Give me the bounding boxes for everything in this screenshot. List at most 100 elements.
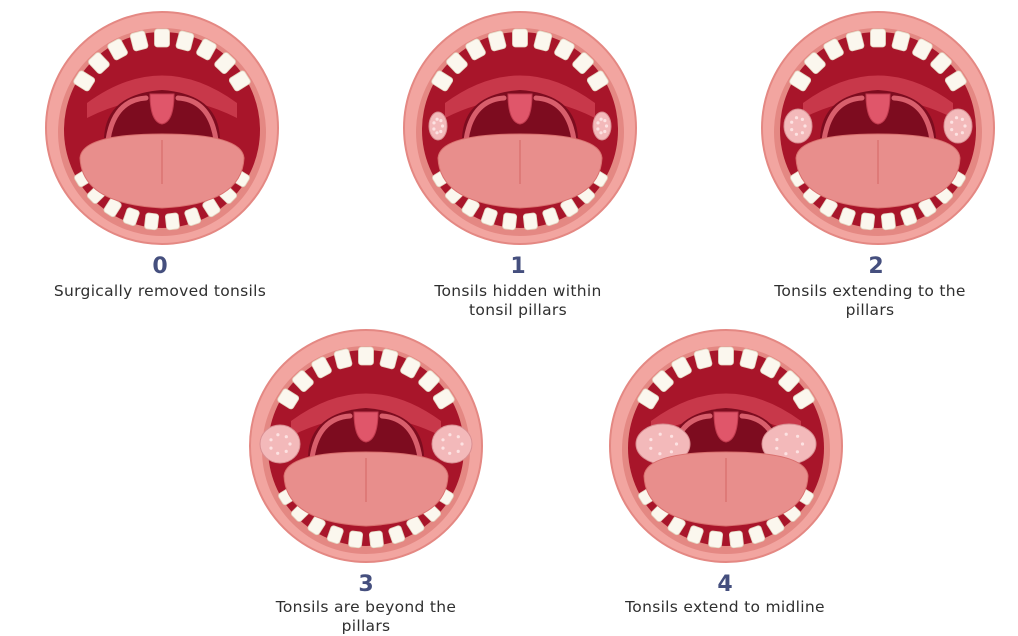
tonsil-texture xyxy=(649,447,652,450)
tooth xyxy=(860,213,875,230)
caption-line: Tonsils extending to the xyxy=(722,282,1018,301)
tooth xyxy=(144,213,159,230)
tooth xyxy=(348,531,363,548)
mouth-drawing xyxy=(250,330,482,562)
tonsil-texture xyxy=(276,433,279,436)
caption-line: Tonsils hidden within xyxy=(368,282,668,301)
tooth xyxy=(359,347,374,365)
tonsil-texture xyxy=(439,119,442,122)
right-tonsil xyxy=(944,109,972,143)
tonsil-texture xyxy=(269,438,272,441)
mouth-drawing xyxy=(46,12,278,244)
tonsil-texture xyxy=(775,438,778,441)
tooth xyxy=(881,213,896,230)
caption-line: tonsil pillars xyxy=(368,301,668,320)
tonsil-texture xyxy=(955,133,958,136)
mouth-drawing xyxy=(762,12,994,244)
tonsil-texture xyxy=(961,131,964,134)
grade-caption: Tonsils hidden within tonsil pillars xyxy=(368,282,668,320)
tonsil-texture xyxy=(801,442,804,445)
tooth xyxy=(729,531,744,548)
tonsil-texture xyxy=(795,116,798,119)
tooth xyxy=(502,213,517,230)
grade-caption: Tonsils are beyond the pillars xyxy=(216,598,516,636)
tooth xyxy=(369,531,384,548)
open-mouth-icon xyxy=(758,8,998,248)
tonsil-texture xyxy=(432,127,435,130)
tonsil-texture xyxy=(432,121,435,124)
tonsil-texture xyxy=(439,130,442,133)
grade-number: 0 xyxy=(130,256,190,278)
tonsil-texture xyxy=(603,130,606,133)
tonsil-texture xyxy=(795,133,798,136)
tonsil-texture xyxy=(649,438,652,441)
tonsil-texture xyxy=(670,450,673,453)
tonsil-texture xyxy=(950,128,953,131)
tonsil-texture xyxy=(269,447,272,450)
tonsil-texture xyxy=(285,435,288,438)
grade-number: 1 xyxy=(488,256,548,278)
tonsil-texture xyxy=(803,124,806,127)
tonsil-texture xyxy=(457,450,460,453)
caption-line: Tonsils are beyond the xyxy=(216,598,516,617)
tonsil-texture xyxy=(796,435,799,438)
tonsil-texture xyxy=(457,435,460,438)
open-mouth-icon xyxy=(606,326,846,566)
left-tonsil xyxy=(429,112,447,140)
tooth xyxy=(523,213,538,230)
tonsil-texture xyxy=(435,131,438,134)
tonsil-texture xyxy=(775,447,778,450)
caption-line: pillars xyxy=(722,301,1018,320)
tonsil-texture xyxy=(950,121,953,124)
tonsil-texture xyxy=(441,438,444,441)
tonsil-texture xyxy=(276,452,279,455)
tonsil-texture xyxy=(961,118,964,121)
tonsil-texture xyxy=(675,442,678,445)
tonsil-texture xyxy=(285,450,288,453)
tooth xyxy=(155,29,170,47)
tonsil-texture xyxy=(963,124,966,127)
tonsil-texture xyxy=(796,450,799,453)
open-mouth-icon xyxy=(400,8,640,248)
caption-line: pillars xyxy=(216,617,516,636)
caption-line: Surgically removed tonsils xyxy=(0,282,320,301)
tonsil-texture xyxy=(599,131,602,134)
tonsil-texture xyxy=(448,433,451,436)
grade-caption: Tonsils extend to midline xyxy=(570,598,880,617)
tonsil-texture xyxy=(784,452,787,455)
tonsil-texture xyxy=(596,121,599,124)
grade-number: 2 xyxy=(846,256,906,278)
left-tonsil xyxy=(260,425,300,463)
tonsil-texture xyxy=(659,433,662,436)
left-tonsil xyxy=(784,109,812,143)
tonsil-texture xyxy=(288,442,291,445)
tonsil-texture xyxy=(600,118,603,121)
tonsil-texture xyxy=(448,452,451,455)
tonsil-texture xyxy=(955,116,958,119)
tonsil-texture xyxy=(790,121,793,124)
tonsil-texture xyxy=(670,435,673,438)
tonsil-texture xyxy=(658,452,661,455)
tonsil-texture xyxy=(801,118,804,121)
tonsil-texture xyxy=(596,127,599,130)
mouth-drawing xyxy=(404,12,636,244)
tonsil-texture xyxy=(603,119,606,122)
tooth xyxy=(871,29,886,47)
tonsil-texture xyxy=(441,124,444,127)
tonsil-texture xyxy=(790,128,793,131)
grade-caption: Tonsils extending to the pillars xyxy=(722,282,1018,320)
grade-caption: Surgically removed tonsils xyxy=(0,282,320,301)
caption-line: Tonsils extend to midline xyxy=(570,598,880,617)
open-mouth-icon xyxy=(246,326,486,566)
grade-number: 3 xyxy=(336,574,396,596)
tonsil-texture xyxy=(460,442,463,445)
open-mouth-icon xyxy=(42,8,282,248)
grade-number: 4 xyxy=(695,574,755,596)
tooth xyxy=(708,531,723,548)
tonsil-texture xyxy=(436,118,439,121)
right-tonsil xyxy=(432,425,472,463)
tooth xyxy=(719,347,734,365)
mouth-drawing xyxy=(610,330,842,562)
tonsil-texture xyxy=(605,124,608,127)
right-tonsil xyxy=(593,112,611,140)
